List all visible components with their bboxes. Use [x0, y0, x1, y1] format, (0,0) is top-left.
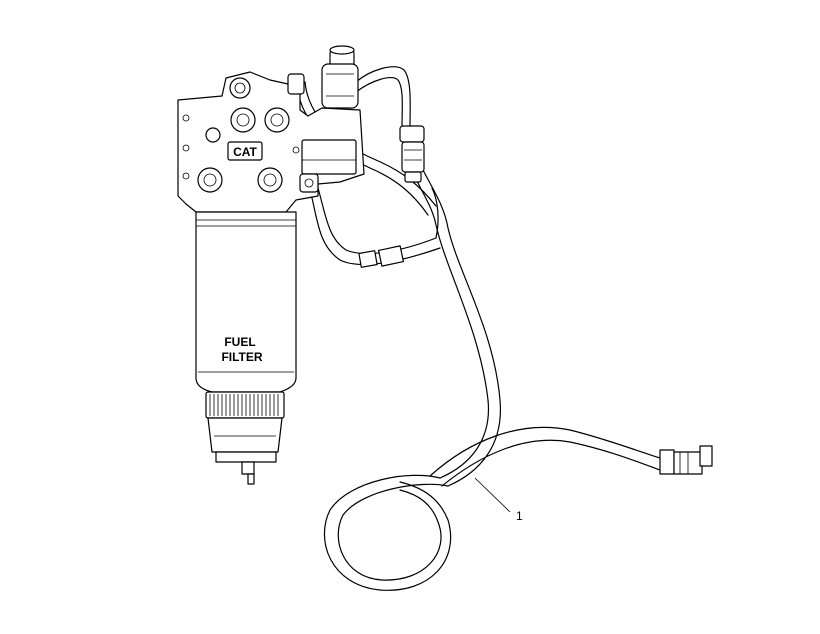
harness-connector-plug — [699, 445, 713, 467]
upper-hose — [296, 66, 437, 216]
hose-connector-nut — [358, 250, 378, 268]
filter-label-line1: FUEL — [224, 335, 255, 349]
harness-connector-a — [659, 449, 675, 475]
side-fitting — [299, 173, 319, 193]
water-separator-bowl — [205, 391, 285, 485]
hose-connector — [377, 245, 405, 267]
callout-1-label: 1 — [516, 509, 523, 523]
lower-hose — [309, 187, 441, 268]
drain-nipple — [247, 473, 255, 485]
svg-text:CAT: CAT — [233, 145, 257, 159]
filter-label-line2: FILTER — [221, 350, 262, 364]
solenoid — [321, 45, 359, 109]
wiring-harness — [323, 167, 713, 591]
callout-1: 1 — [474, 477, 523, 523]
fuel-sensor — [399, 125, 425, 183]
cat-logo: CAT — [227, 141, 263, 161]
drain-valve — [241, 461, 255, 475]
callout-1-leader — [474, 477, 511, 513]
filter-canister: FUEL FILTER — [195, 211, 297, 393]
top-fitting — [287, 73, 305, 95]
